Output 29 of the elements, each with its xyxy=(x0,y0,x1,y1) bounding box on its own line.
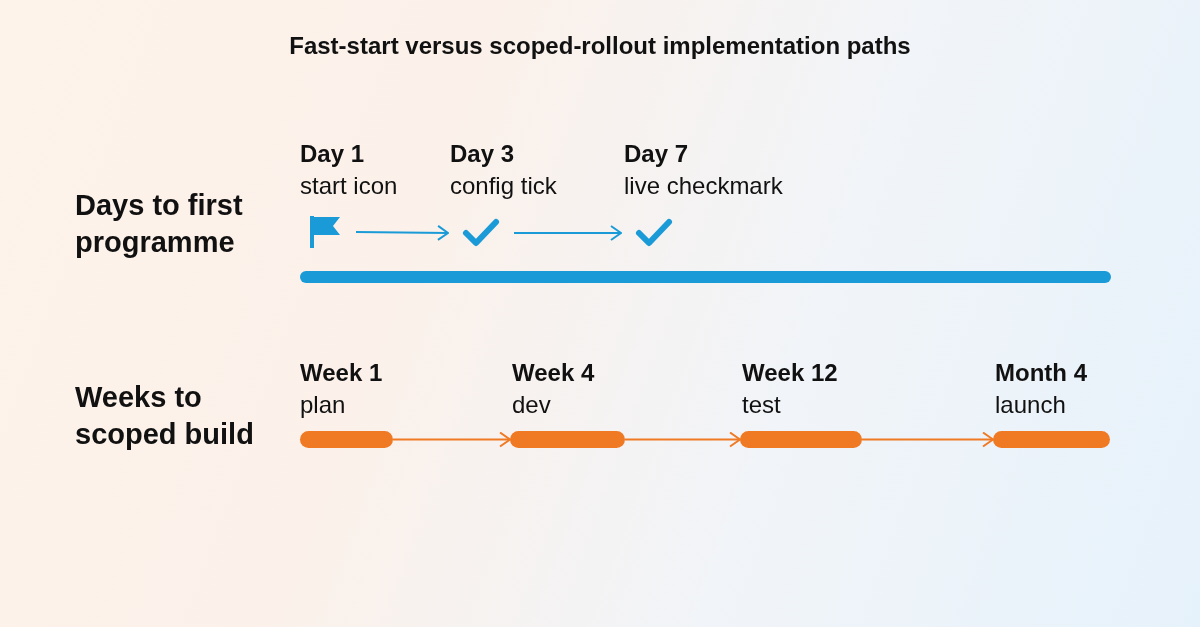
milestone-heading: Week 12 xyxy=(742,359,838,387)
arrow xyxy=(355,224,449,241)
timeline-bar xyxy=(740,431,862,448)
milestone-heading: Day 1 xyxy=(300,140,365,168)
flag-icon xyxy=(308,214,342,250)
checkmark-icon xyxy=(462,218,500,248)
milestone-heading: Week 1 xyxy=(300,359,383,387)
row-label: Days to first programme xyxy=(75,188,244,260)
milestone-caption: test xyxy=(742,391,781,419)
timeline-bar xyxy=(300,431,393,448)
milestone-heading: Day 7 xyxy=(624,140,689,168)
milestone-caption: live checkmark xyxy=(624,172,783,200)
milestone-caption: launch xyxy=(995,391,1066,419)
milestone-caption: plan xyxy=(300,391,346,419)
arrow xyxy=(513,225,622,241)
milestone-caption: dev xyxy=(512,391,551,419)
arrow xyxy=(392,431,511,448)
timeline-bar xyxy=(510,431,625,448)
milestone-heading: Week 4 xyxy=(512,359,595,387)
arrow xyxy=(861,431,994,448)
milestone-caption: start icon xyxy=(300,172,398,200)
timeline-bar xyxy=(993,431,1110,448)
chart-title: Fast-start versus scoped-rollout implementation paths xyxy=(288,32,912,60)
checkmark-icon xyxy=(635,218,673,248)
milestone-caption: config tick xyxy=(450,172,557,200)
arrow xyxy=(624,431,741,448)
milestone-heading: Month 4 xyxy=(995,359,1087,387)
milestone-heading: Day 3 xyxy=(450,140,515,168)
row-label: Weeks to scoped build xyxy=(75,380,255,452)
